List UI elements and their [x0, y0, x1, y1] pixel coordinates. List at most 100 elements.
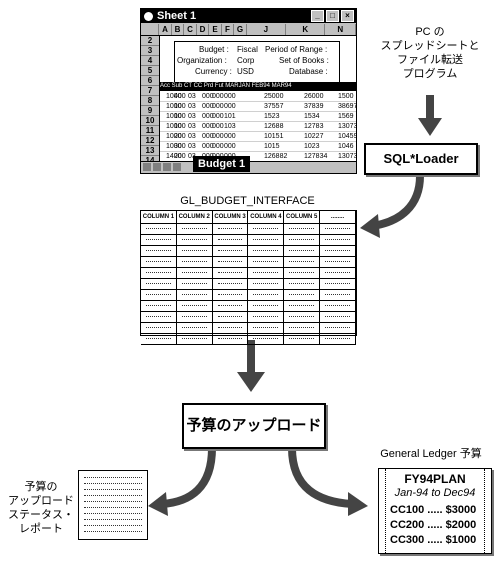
table-cell[interactable]: 1023: [304, 143, 320, 150]
table-cell[interactable]: 000: [224, 93, 236, 100]
table-cell[interactable]: 101: [224, 113, 236, 120]
table-cell[interactable]: 127834: [304, 153, 328, 160]
placeholder-text-squiggle: [217, 316, 243, 319]
table-cell[interactable]: 1523: [264, 113, 280, 120]
table-cell[interactable]: 10227: [304, 133, 324, 140]
column-header[interactable]: B: [172, 24, 185, 35]
row-header[interactable]: 11: [141, 126, 159, 136]
table-cell[interactable]: 100: [174, 123, 186, 130]
table-cell[interactable]: 000: [202, 133, 214, 140]
table-cell[interactable]: 03: [188, 123, 196, 130]
table-cell[interactable]: 100: [174, 113, 186, 120]
column-header[interactable]: G: [234, 24, 247, 35]
table-cell[interactable]: 1000: [166, 133, 182, 140]
table-cell[interactable]: 1400: [166, 153, 182, 160]
column-header[interactable]: A: [159, 24, 172, 35]
column-header[interactable]: E: [209, 24, 222, 35]
table-cell[interactable]: 1569: [338, 113, 354, 120]
table-cell[interactable]: 12783: [304, 123, 324, 130]
sheet-tab-budget[interactable]: Budget 1: [193, 156, 251, 172]
table-cell[interactable]: 130732: [338, 153, 356, 160]
table-cell[interactable]: 000: [224, 103, 236, 110]
table-cell[interactable]: 1000: [166, 93, 182, 100]
row-header[interactable]: 13: [141, 146, 159, 156]
table-cell[interactable]: 400: [174, 93, 186, 100]
interface-cell: [320, 301, 356, 311]
table-cell[interactable]: 000: [212, 143, 224, 150]
last-sheet-button[interactable]: [173, 163, 181, 171]
column-header[interactable]: N: [325, 24, 356, 35]
row-header[interactable]: 10: [141, 116, 159, 126]
first-sheet-button[interactable]: [143, 163, 151, 171]
table-cell[interactable]: 300: [174, 143, 186, 150]
table-cell[interactable]: 000: [212, 103, 224, 110]
table-cell[interactable]: 37557: [264, 103, 284, 110]
table-cell[interactable]: 37839: [304, 103, 324, 110]
table-cell[interactable]: 1000: [166, 123, 182, 130]
row-header[interactable]: 2: [141, 36, 159, 46]
spreadsheet-grid[interactable]: Budget : Fiscal Period of Range : Organi…: [160, 36, 356, 162]
table-cell[interactable]: 100: [174, 103, 186, 110]
table-cell[interactable]: 126882: [264, 153, 288, 160]
table-cell[interactable]: 000: [202, 113, 214, 120]
prev-sheet-button[interactable]: [153, 163, 161, 171]
table-cell[interactable]: 000: [202, 123, 214, 130]
table-cell[interactable]: 26000: [304, 93, 324, 100]
table-cell[interactable]: 25000: [264, 93, 284, 100]
row-header[interactable]: 9: [141, 106, 159, 116]
table-cell[interactable]: 1000: [166, 113, 182, 120]
table-cell[interactable]: 000: [212, 133, 224, 140]
table-cell[interactable]: 13073: [338, 123, 357, 130]
column-header[interactable]: D: [197, 24, 210, 35]
table-cell[interactable]: 1015: [264, 143, 280, 150]
table-cell[interactable]: 12688: [264, 123, 284, 130]
table-cell[interactable]: 03: [188, 153, 196, 160]
table-cell[interactable]: 1500: [338, 93, 354, 100]
table-cell[interactable]: 000: [202, 103, 214, 110]
row-header[interactable]: 3: [141, 46, 159, 56]
next-sheet-button[interactable]: [163, 163, 171, 171]
table-cell[interactable]: 200: [174, 153, 186, 160]
table-cell[interactable]: 03: [188, 103, 196, 110]
table-cell[interactable]: 10459: [338, 133, 357, 140]
row-header[interactable]: 7: [141, 86, 159, 96]
table-cell[interactable]: 1534: [304, 113, 320, 120]
table-cell[interactable]: 000: [202, 93, 214, 100]
table-cell[interactable]: 10151: [264, 133, 284, 140]
table-cell[interactable]: 000: [224, 133, 236, 140]
table-cell[interactable]: 000: [224, 143, 236, 150]
row-header[interactable]: 4: [141, 56, 159, 66]
minimize-button[interactable]: _: [311, 10, 324, 22]
row-header[interactable]: 12: [141, 136, 159, 146]
close-button[interactable]: ×: [341, 10, 354, 22]
table-cell[interactable]: 1000: [166, 143, 182, 150]
table-cell[interactable]: 200: [174, 133, 186, 140]
table-cell[interactable]: 000: [212, 93, 224, 100]
maximize-button[interactable]: □: [326, 10, 339, 22]
row-header[interactable]: 8: [141, 96, 159, 106]
table-cell[interactable]: 1000: [166, 103, 182, 110]
table-cell[interactable]: 03: [188, 113, 196, 120]
column-header[interactable]: C: [184, 24, 197, 35]
table-cell[interactable]: 000: [202, 143, 214, 150]
table-cell[interactable]: 03: [188, 93, 196, 100]
table-cell[interactable]: 1046: [338, 143, 354, 150]
table-cell[interactable]: 03: [188, 143, 196, 150]
row-header[interactable]: 5: [141, 66, 159, 76]
column-header[interactable]: F: [222, 24, 235, 35]
column-header[interactable]: K: [286, 24, 326, 35]
row-header[interactable]: 6: [141, 76, 159, 86]
table-cell[interactable]: 000: [212, 123, 224, 130]
table-cell[interactable]: 103: [224, 123, 236, 130]
table-cell[interactable]: 38697: [338, 103, 357, 110]
placeholder-text-squiggle: [181, 228, 207, 231]
table-cell[interactable]: 03: [188, 133, 196, 140]
column-header[interactable]: J: [247, 24, 287, 35]
table-cell[interactable]: 000: [212, 113, 224, 120]
